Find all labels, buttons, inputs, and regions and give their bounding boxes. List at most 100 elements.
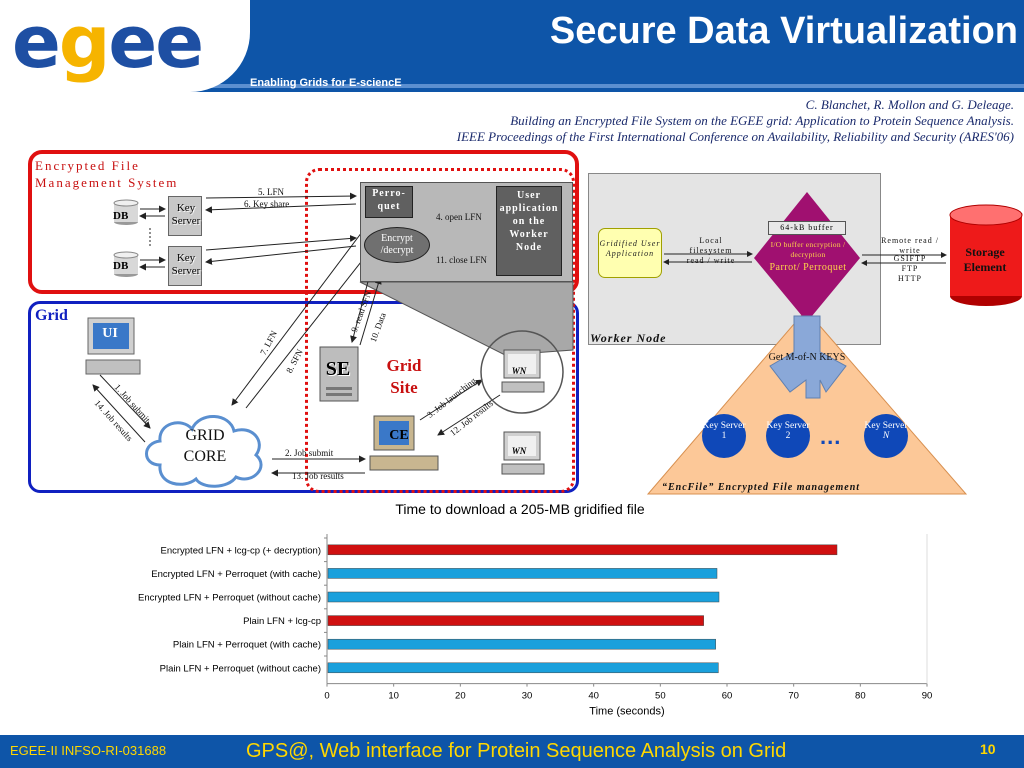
wn-tag: WN [511, 366, 527, 376]
encrypt-decrypt-ellipse: Encrypt /decrypt [364, 227, 430, 263]
storage-element-icon [319, 346, 359, 402]
header-stripe [0, 84, 1024, 88]
chart-category-label: Encrypted LFN + lcg-cp (+ decryption) [160, 545, 321, 556]
storage-element-label: Storage Element [963, 245, 1007, 274]
key-server-ellipsis: ... [820, 424, 842, 449]
arrow-key-share [205, 203, 357, 214]
chart-category-label: Encrypted LFN + Perroquet (with cache) [151, 569, 321, 580]
chart-category-label: Plain LFN + Perroquet (without cache) [160, 663, 321, 674]
slide-footer: EGEE-II INFSO-RI-031688 GPS@, Web interf… [0, 735, 1024, 768]
arrow-sfn-8 [245, 247, 373, 409]
efms-label: Encrypted File Management System [35, 158, 179, 190]
wn-zoom-circle [480, 330, 564, 414]
wn-tag: WN [511, 446, 527, 456]
chart-bar [327, 638, 716, 650]
chart-bar [327, 568, 718, 579]
download-time-chart: Time to download a 205-MB gridified file… [0, 496, 1024, 728]
arrow-read-sfn [350, 273, 371, 343]
chart-bar [327, 544, 838, 556]
key-server-label: Key Server [171, 202, 201, 227]
perroquet-diamond [754, 192, 860, 322]
chart-category-label: Encrypted LFN + Perroquet (without cache… [138, 593, 321, 604]
grid-core-label: GRID CORE [183, 427, 227, 465]
arrow-job-results-12 [437, 394, 501, 436]
citation: C. Blanchet, R. Mollon and G. Deleage. B… [457, 97, 1014, 145]
footer-title: GPS@, Web interface for Protein Sequence… [246, 740, 787, 762]
worker-node-label: Worker Node [590, 331, 667, 345]
efms-box [28, 150, 579, 294]
chart-bar [327, 615, 704, 626]
key-server-label: Key Server [171, 252, 201, 277]
chart-x-tick-label: 70 [788, 691, 799, 702]
grid-box [28, 301, 579, 493]
se-tag: SE [325, 358, 351, 380]
citation-title: Building an Encrypted File System on the… [510, 113, 1014, 128]
grid-site-label: Grid Site [386, 356, 422, 397]
db-label: DB [113, 210, 129, 222]
label-job-results-13: 13. Job results [292, 471, 344, 481]
label-job-submit-2: 2. Job submit [285, 448, 334, 458]
chart-x-tick-label: 20 [455, 691, 466, 702]
chart-x-tick-label: 80 [855, 691, 866, 702]
buffer-tag: 64-kB buffer [768, 221, 846, 235]
tagline: Enabling Grids for E-sciencE [250, 77, 402, 89]
chart-category-label: Plain LFN + lcg-cp [243, 616, 321, 627]
arrow-job-launching [419, 379, 483, 421]
label-close-lfn: 11. close LFN [436, 255, 487, 265]
get-keys-label: Get M-of-N KEYS [768, 352, 846, 363]
citation-venue: IEEE Proceedings of the First Internatio… [456, 129, 1014, 144]
chart-x-axis-label: Time (seconds) [589, 706, 664, 718]
remote-rw-label: Remote read / write [881, 236, 939, 255]
zoom-wedge [359, 281, 574, 356]
parroquet-box: Perro-quet [365, 186, 413, 218]
chart-x-tick-label: 10 [388, 691, 399, 702]
label-lfn: 5. LFN [258, 187, 285, 197]
key-server-n: Key Server N [864, 414, 908, 458]
citation-authors: C. Blanchet, R. Mollon and G. Deleage. [805, 97, 1014, 112]
grid-label: Grid [35, 307, 68, 324]
database-icon [113, 251, 139, 277]
chart-x-tick-label: 50 [655, 691, 666, 702]
arrow-data [359, 277, 382, 346]
chart-category-label: Plain LFN + Perroquet (with cache) [173, 640, 321, 651]
gridified-app-box: Gridified User Application [598, 228, 662, 278]
database-icon [113, 199, 139, 225]
protocols-label: GSIFTP FTP HTTP [893, 254, 927, 283]
key-server-icon [168, 196, 202, 236]
page-number: 10 [980, 741, 996, 757]
db-label: DB [113, 260, 129, 272]
key-server-1: Key Server 1 [702, 414, 746, 458]
egee-logo: egee [12, 0, 204, 84]
worker-node-icon [501, 431, 545, 475]
label-open-lfn: 4. open LFN [436, 212, 482, 222]
key-server-icon [168, 246, 202, 286]
key-server-2: Key Server 2 [766, 414, 810, 458]
encfile-label: “EncFile” Encrypted File management [662, 482, 861, 493]
arrow-lfn-7 [231, 231, 363, 406]
arrow-lfn [205, 192, 357, 200]
label-key-share: 6. Key share [244, 199, 290, 209]
arrow-key-share-2 [205, 245, 357, 265]
get-keys-arrow [769, 315, 847, 399]
chart-x-tick-label: 40 [588, 691, 599, 702]
arrow-job-results-14 [92, 384, 146, 443]
arrow-lfn-2 [205, 234, 357, 251]
diamond-text: I/O buffer encryption / decryption Parro… [769, 240, 847, 273]
chart-bar [327, 662, 719, 674]
ui-tag: UI [102, 326, 118, 341]
logo-panel: egee [0, 0, 250, 92]
grid-core-cloud [145, 415, 263, 488]
local-fs-label: Local filesystem read / write [686, 236, 736, 265]
chart-title: Time to download a 205-MB gridified file [395, 501, 645, 517]
slide-header: egee Enabling Grids for E-sciencE Secure… [0, 0, 1024, 92]
arrow-job-submit-1 [99, 374, 151, 429]
ui-computer-icon [85, 317, 141, 375]
worker-node-icon [501, 349, 545, 393]
chart-x-tick-label: 60 [722, 691, 733, 702]
chart-x-tick-label: 0 [324, 691, 329, 702]
slide-title: Secure Data Virtualization [549, 10, 1018, 52]
footer-project-id: EGEE-II INFSO-RI-031688 [10, 743, 167, 758]
computing-element-icon [369, 415, 439, 471]
user-application-box: User application on the Worker Node [496, 186, 562, 276]
chart-x-tick-label: 90 [922, 691, 933, 702]
